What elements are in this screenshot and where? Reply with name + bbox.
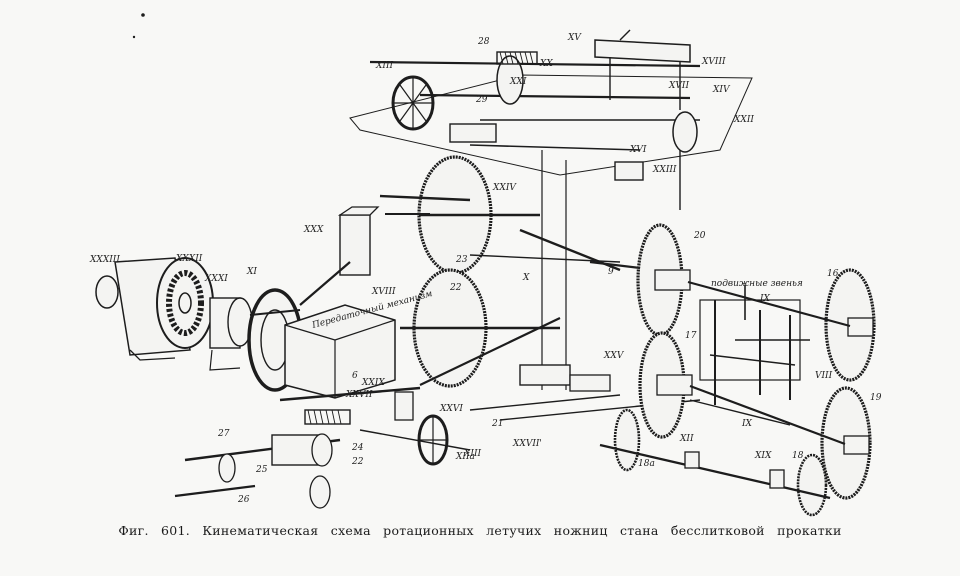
gear-18 (796, 453, 828, 517)
label-26: 26 (237, 495, 250, 505)
mechanism-inscription: подвижные звенья (711, 279, 803, 289)
label-ix-lower: IX (741, 419, 753, 429)
label-xi: XI (246, 267, 257, 277)
label-ix: IX (759, 294, 771, 304)
label-24: 24 (351, 443, 364, 453)
label-xiii-top: XIII (375, 61, 394, 71)
label-xiii: XIII (463, 449, 482, 459)
label-xiia: XIIa (455, 452, 475, 462)
coupling-xxxi (209, 297, 253, 371)
label-xxiv: XXIV (492, 183, 517, 193)
label-viii: VIII (815, 371, 833, 381)
figure-caption: Фиг. 601. Кинематическая схема ротационн… (118, 523, 842, 538)
label-xvi: XVI (629, 145, 647, 155)
label-xii: XII (679, 434, 694, 444)
label-xxxiii: XXXIII (89, 255, 120, 265)
gear-17 (638, 331, 693, 439)
label-xxii: XXII (733, 115, 754, 125)
label-27: 27 (217, 429, 230, 439)
gear-22 (400, 268, 560, 388)
label-xx: XX (539, 59, 553, 69)
label-xxvii: XXVII (345, 390, 373, 400)
lower-left-assembly (174, 386, 471, 509)
label-23: 23 (455, 255, 468, 265)
label-xxvii-prime: XXVII' (512, 439, 542, 449)
label-xxiii: XXIII (652, 165, 677, 175)
ink-dot (141, 13, 145, 17)
labels: XXXIII XXXII XXXI XI XXX XVIII XXIX XXVI… (89, 33, 882, 505)
gear-20 (636, 223, 691, 337)
label-16: 16 (827, 269, 839, 279)
label-xxxi: XXXI (204, 274, 228, 284)
label-xxx: XXX (303, 225, 324, 235)
label-x: X (522, 273, 530, 283)
gear-19-lower (820, 386, 872, 500)
label-xxi: XXI (509, 77, 527, 87)
label-25: 25 (255, 465, 268, 475)
label-19: 19 (870, 393, 882, 403)
label-xxvi: XXVI (439, 404, 463, 414)
label-28: 28 (477, 37, 490, 47)
label-17: 17 (685, 331, 697, 341)
label-xxv: XXV (603, 351, 625, 361)
gearbox: Передаточный механизм 6 (284, 289, 434, 399)
ink-dot (132, 35, 136, 39)
gear-18a (613, 408, 641, 472)
label-xviii: XVIII (701, 57, 726, 67)
label-xix: XIX (754, 451, 772, 461)
label-29: 29 (475, 95, 488, 105)
label-20: 20 (693, 231, 706, 241)
label-18a: 18a (638, 459, 655, 469)
label-xvii: XVII (668, 81, 689, 91)
label-18: 18 (792, 451, 804, 461)
tower-xxx (299, 206, 380, 306)
label-xv: XV (567, 33, 582, 43)
box-number: 6 (352, 371, 358, 381)
label-xiv: XIV (712, 85, 731, 95)
bottom-shaft (599, 443, 831, 500)
kinematic-diagram: Передаточный механизм 6 (89, 13, 882, 517)
label-xxxii: XXXII (175, 254, 203, 264)
label-9: 9 (608, 267, 614, 277)
label-xxix: XXIX (361, 378, 385, 388)
motor-xxxii (95, 257, 214, 361)
label-22-lower: 22 (351, 457, 364, 467)
label-22: 22 (449, 283, 462, 293)
label-21: 21 (491, 419, 503, 429)
top-platform (349, 29, 753, 390)
label-xxviii: XVIII (371, 287, 396, 297)
gear-23 (417, 155, 540, 275)
linkage-frame (687, 280, 851, 446)
